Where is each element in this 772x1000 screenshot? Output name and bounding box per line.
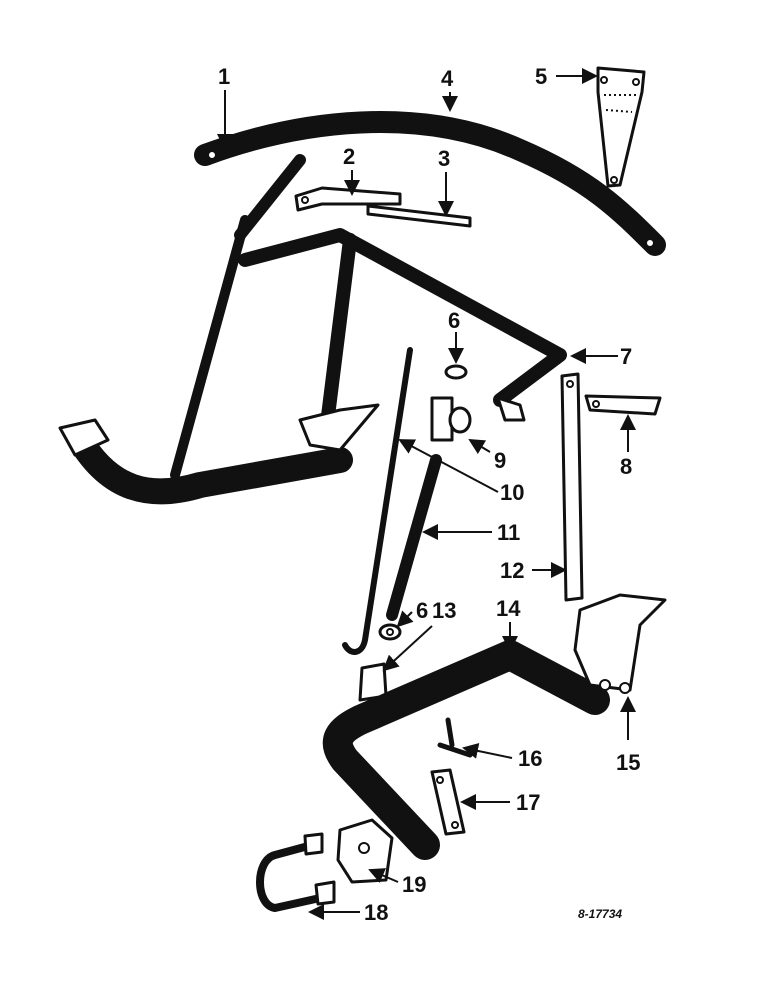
callout-7: 7 — [620, 344, 632, 369]
callout-8: 8 — [620, 454, 632, 479]
part-14-bent-bar — [322, 640, 610, 860]
callout-18: 18 — [364, 900, 388, 925]
callout-6-bottom: 6 — [416, 598, 428, 623]
part-16-ubolt — [437, 717, 473, 758]
callout-13: 13 — [432, 598, 456, 623]
part-12-strap — [560, 372, 584, 602]
callout-14: 14 — [496, 596, 521, 621]
part-9-tee — [430, 396, 472, 442]
part-5-plate — [596, 66, 646, 188]
callout-4: 4 — [441, 66, 454, 91]
part-15-bracket — [573, 593, 667, 694]
drawing-number: 8-17734 — [578, 907, 622, 921]
part-4-curved-bar — [194, 111, 666, 256]
part-10-rod — [342, 347, 413, 655]
callout-5: 5 — [535, 64, 547, 89]
callout-9: 9 — [494, 448, 506, 473]
leader-lines — [217, 68, 636, 920]
part-6-nut-top — [444, 364, 468, 380]
callout-15: 15 — [616, 750, 640, 775]
callout-3: 3 — [438, 146, 450, 171]
part-6-nut-bottom — [378, 623, 402, 641]
frame-assembly — [58, 154, 567, 505]
callout-16: 16 — [518, 746, 542, 771]
callout-1: 1 — [218, 64, 230, 89]
callout-10: 10 — [500, 480, 524, 505]
callout-19: 19 — [402, 872, 426, 897]
part-11-spring — [386, 454, 442, 621]
callout-labels: 1 4 5 2 3 6 7 8 9 10 11 12 6 13 14 15 16… — [218, 64, 640, 925]
callout-17: 17 — [516, 790, 540, 815]
part-17-plate — [430, 768, 466, 836]
callout-11: 11 — [497, 520, 520, 545]
part-8-bracket — [584, 394, 662, 416]
callout-12: 12 — [500, 558, 524, 583]
part-19-clamp — [336, 818, 394, 884]
callout-6-top: 6 — [448, 308, 460, 333]
part-2-strap — [294, 186, 402, 212]
part-18-ubolt — [256, 832, 336, 912]
callout-2: 2 — [343, 144, 355, 169]
part-3-strap — [366, 204, 472, 228]
